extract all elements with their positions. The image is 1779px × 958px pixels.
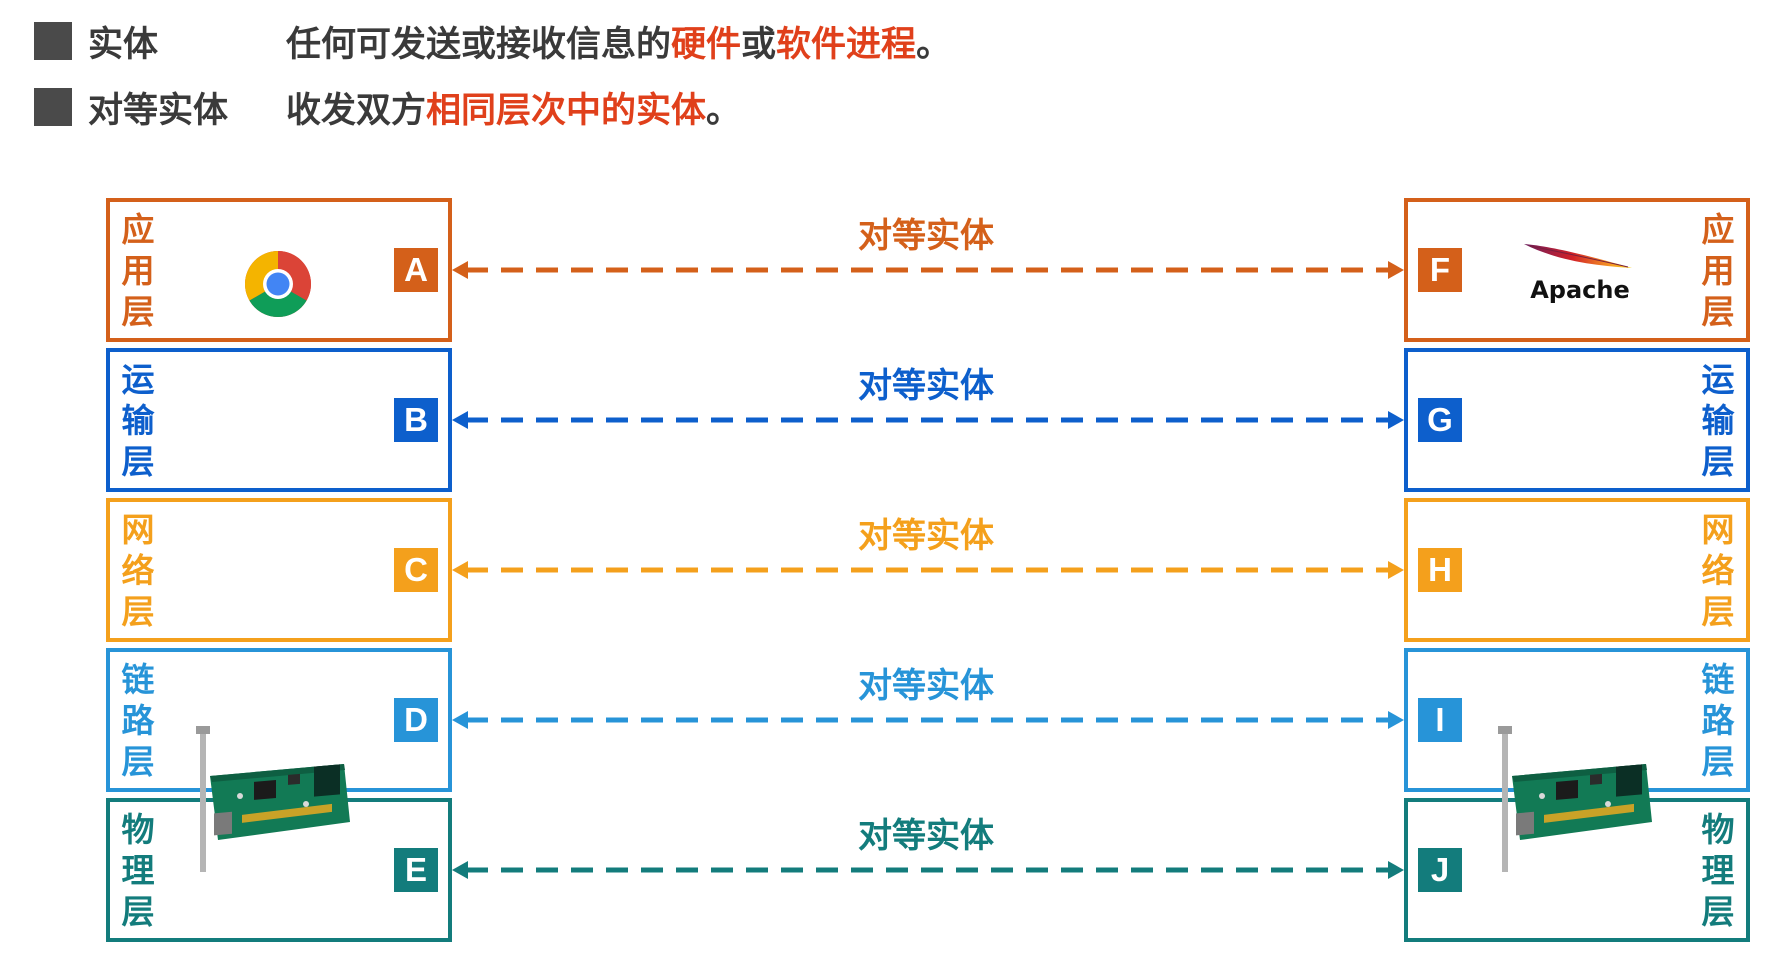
desc-part: 。: [706, 90, 742, 131]
chrome-browser-icon: [244, 251, 312, 318]
layer-name-char: 路: [1701, 701, 1735, 740]
layer-name-char: 层: [121, 442, 155, 481]
layer-name-char: 络: [1701, 551, 1735, 590]
layer-name: 网络层: [118, 510, 158, 632]
left-layer-physical: 物理层 E: [106, 798, 452, 942]
arrowhead-left: [452, 711, 468, 729]
layer-name: 物理层: [118, 810, 158, 932]
desc-part: 。: [916, 24, 952, 65]
peer-entity-label: 对等实体: [858, 516, 994, 556]
entity-badge: D: [394, 698, 438, 742]
layer-name-char: 运: [121, 360, 155, 399]
apache-logo-text: Apache: [1530, 276, 1630, 304]
layer-name: 链路层: [118, 660, 158, 782]
apache-feather-logo: Apache: [1524, 244, 1632, 304]
layer-name-char: 运: [1701, 360, 1735, 399]
layer-name-char: 用: [1701, 251, 1735, 290]
definition-entity: 实体 任何可发送或接收信息的硬件或软件进程。: [34, 16, 951, 66]
peer-entity-label: 对等实体: [858, 666, 994, 706]
layer-name-char: 层: [121, 742, 155, 781]
arrowhead-right: [1388, 561, 1404, 579]
layer-name: 运输层: [1698, 360, 1738, 482]
right-layer-application: 应用层 F: [1404, 198, 1750, 342]
peer-entity-label: 对等实体: [858, 216, 994, 256]
right-layer-link: 链路层 I: [1404, 648, 1750, 792]
layer-name-char: 理: [1701, 851, 1735, 890]
definition-term: 实体: [88, 24, 159, 65]
desc-part: 收发双方: [286, 90, 427, 131]
arrowhead-left: [452, 261, 468, 279]
arrowhead-left: [452, 861, 468, 879]
left-layer-transport: 运输层 B: [106, 348, 452, 492]
definition-term: 对等实体: [88, 90, 229, 131]
layer-name-char: 物: [1701, 810, 1735, 849]
layer-name-char: 层: [121, 292, 155, 331]
arrowhead-left: [452, 411, 468, 429]
layer-name-char: 络: [121, 551, 155, 590]
layer-name: 运输层: [118, 360, 158, 482]
network-interface-card-icon: [196, 726, 350, 872]
layer-name-char: 层: [1701, 892, 1735, 931]
bullet-square: [34, 88, 72, 126]
entity-badge: H: [1418, 548, 1462, 592]
layer-name-char: 路: [121, 701, 155, 740]
arrowhead-right: [1388, 261, 1404, 279]
definition-peer-entity: 对等实体 收发双方相同层次中的实体。: [34, 82, 741, 132]
layer-name: 应用层: [118, 210, 158, 332]
layer-name-char: 网: [121, 510, 155, 549]
peer-entity-label: 对等实体: [858, 366, 994, 406]
layer-name-char: 理: [121, 851, 155, 890]
peer-labels: 对等实体对等实体对等实体对等实体对等实体: [460, 0, 1392, 958]
peer-entity-label: 对等实体: [858, 816, 994, 856]
layer-name: 网络层: [1698, 510, 1738, 632]
definition-description: 任何可发送或接收信息的硬件或软件进程。: [286, 16, 951, 67]
layer-name-char: 应: [121, 210, 155, 249]
layer-name-char: 层: [121, 592, 155, 631]
entity-badge: E: [394, 848, 438, 892]
layer-name-char: 应: [1701, 210, 1735, 249]
arrowhead-left: [452, 561, 468, 579]
layer-name-char: 层: [1701, 592, 1735, 631]
entity-badge: J: [1418, 848, 1462, 892]
layer-name-char: 输: [121, 401, 155, 440]
layer-name: 链路层: [1698, 660, 1738, 782]
desc-part-highlight: 相同层次中的实体: [426, 90, 707, 131]
desc-part: 任何可发送或接收信息的: [286, 24, 672, 65]
bullet-square: [34, 22, 72, 60]
layer-name: 物理层: [1698, 810, 1738, 932]
arrowhead-right: [1388, 411, 1404, 429]
entity-badge: C: [394, 548, 438, 592]
layer-name-char: 链: [121, 660, 155, 699]
entity-badge: I: [1418, 698, 1462, 742]
arrowhead-right: [1388, 711, 1404, 729]
layer-name: 应用层: [1698, 210, 1738, 332]
desc-part-highlight: 硬件: [671, 24, 742, 65]
arrowhead-right: [1388, 861, 1404, 879]
layer-name-char: 用: [121, 251, 155, 290]
layer-name-char: 层: [1701, 292, 1735, 331]
entity-badge: B: [394, 398, 438, 442]
desc-part-highlight: 软件进程: [776, 24, 917, 65]
entity-badge: F: [1418, 248, 1462, 292]
layer-name-char: 层: [1701, 742, 1735, 781]
left-layer-network: 网络层 C: [106, 498, 452, 642]
layer-name-char: 输: [1701, 401, 1735, 440]
definition-description: 收发双方相同层次中的实体。: [286, 82, 741, 133]
entity-badge: G: [1418, 398, 1462, 442]
layer-name-char: 物: [121, 810, 155, 849]
layer-name-char: 层: [121, 892, 155, 931]
desc-part: 或: [741, 24, 777, 65]
layer-name-char: 网: [1701, 510, 1735, 549]
layer-name-char: 链: [1701, 660, 1735, 699]
layer-name-char: 层: [1701, 442, 1735, 481]
right-layer-transport: 运输层 G: [1404, 348, 1750, 492]
network-interface-card-icon: [1498, 726, 1652, 872]
entity-badge: A: [394, 248, 438, 292]
right-layer-network: 网络层 H: [1404, 498, 1750, 642]
